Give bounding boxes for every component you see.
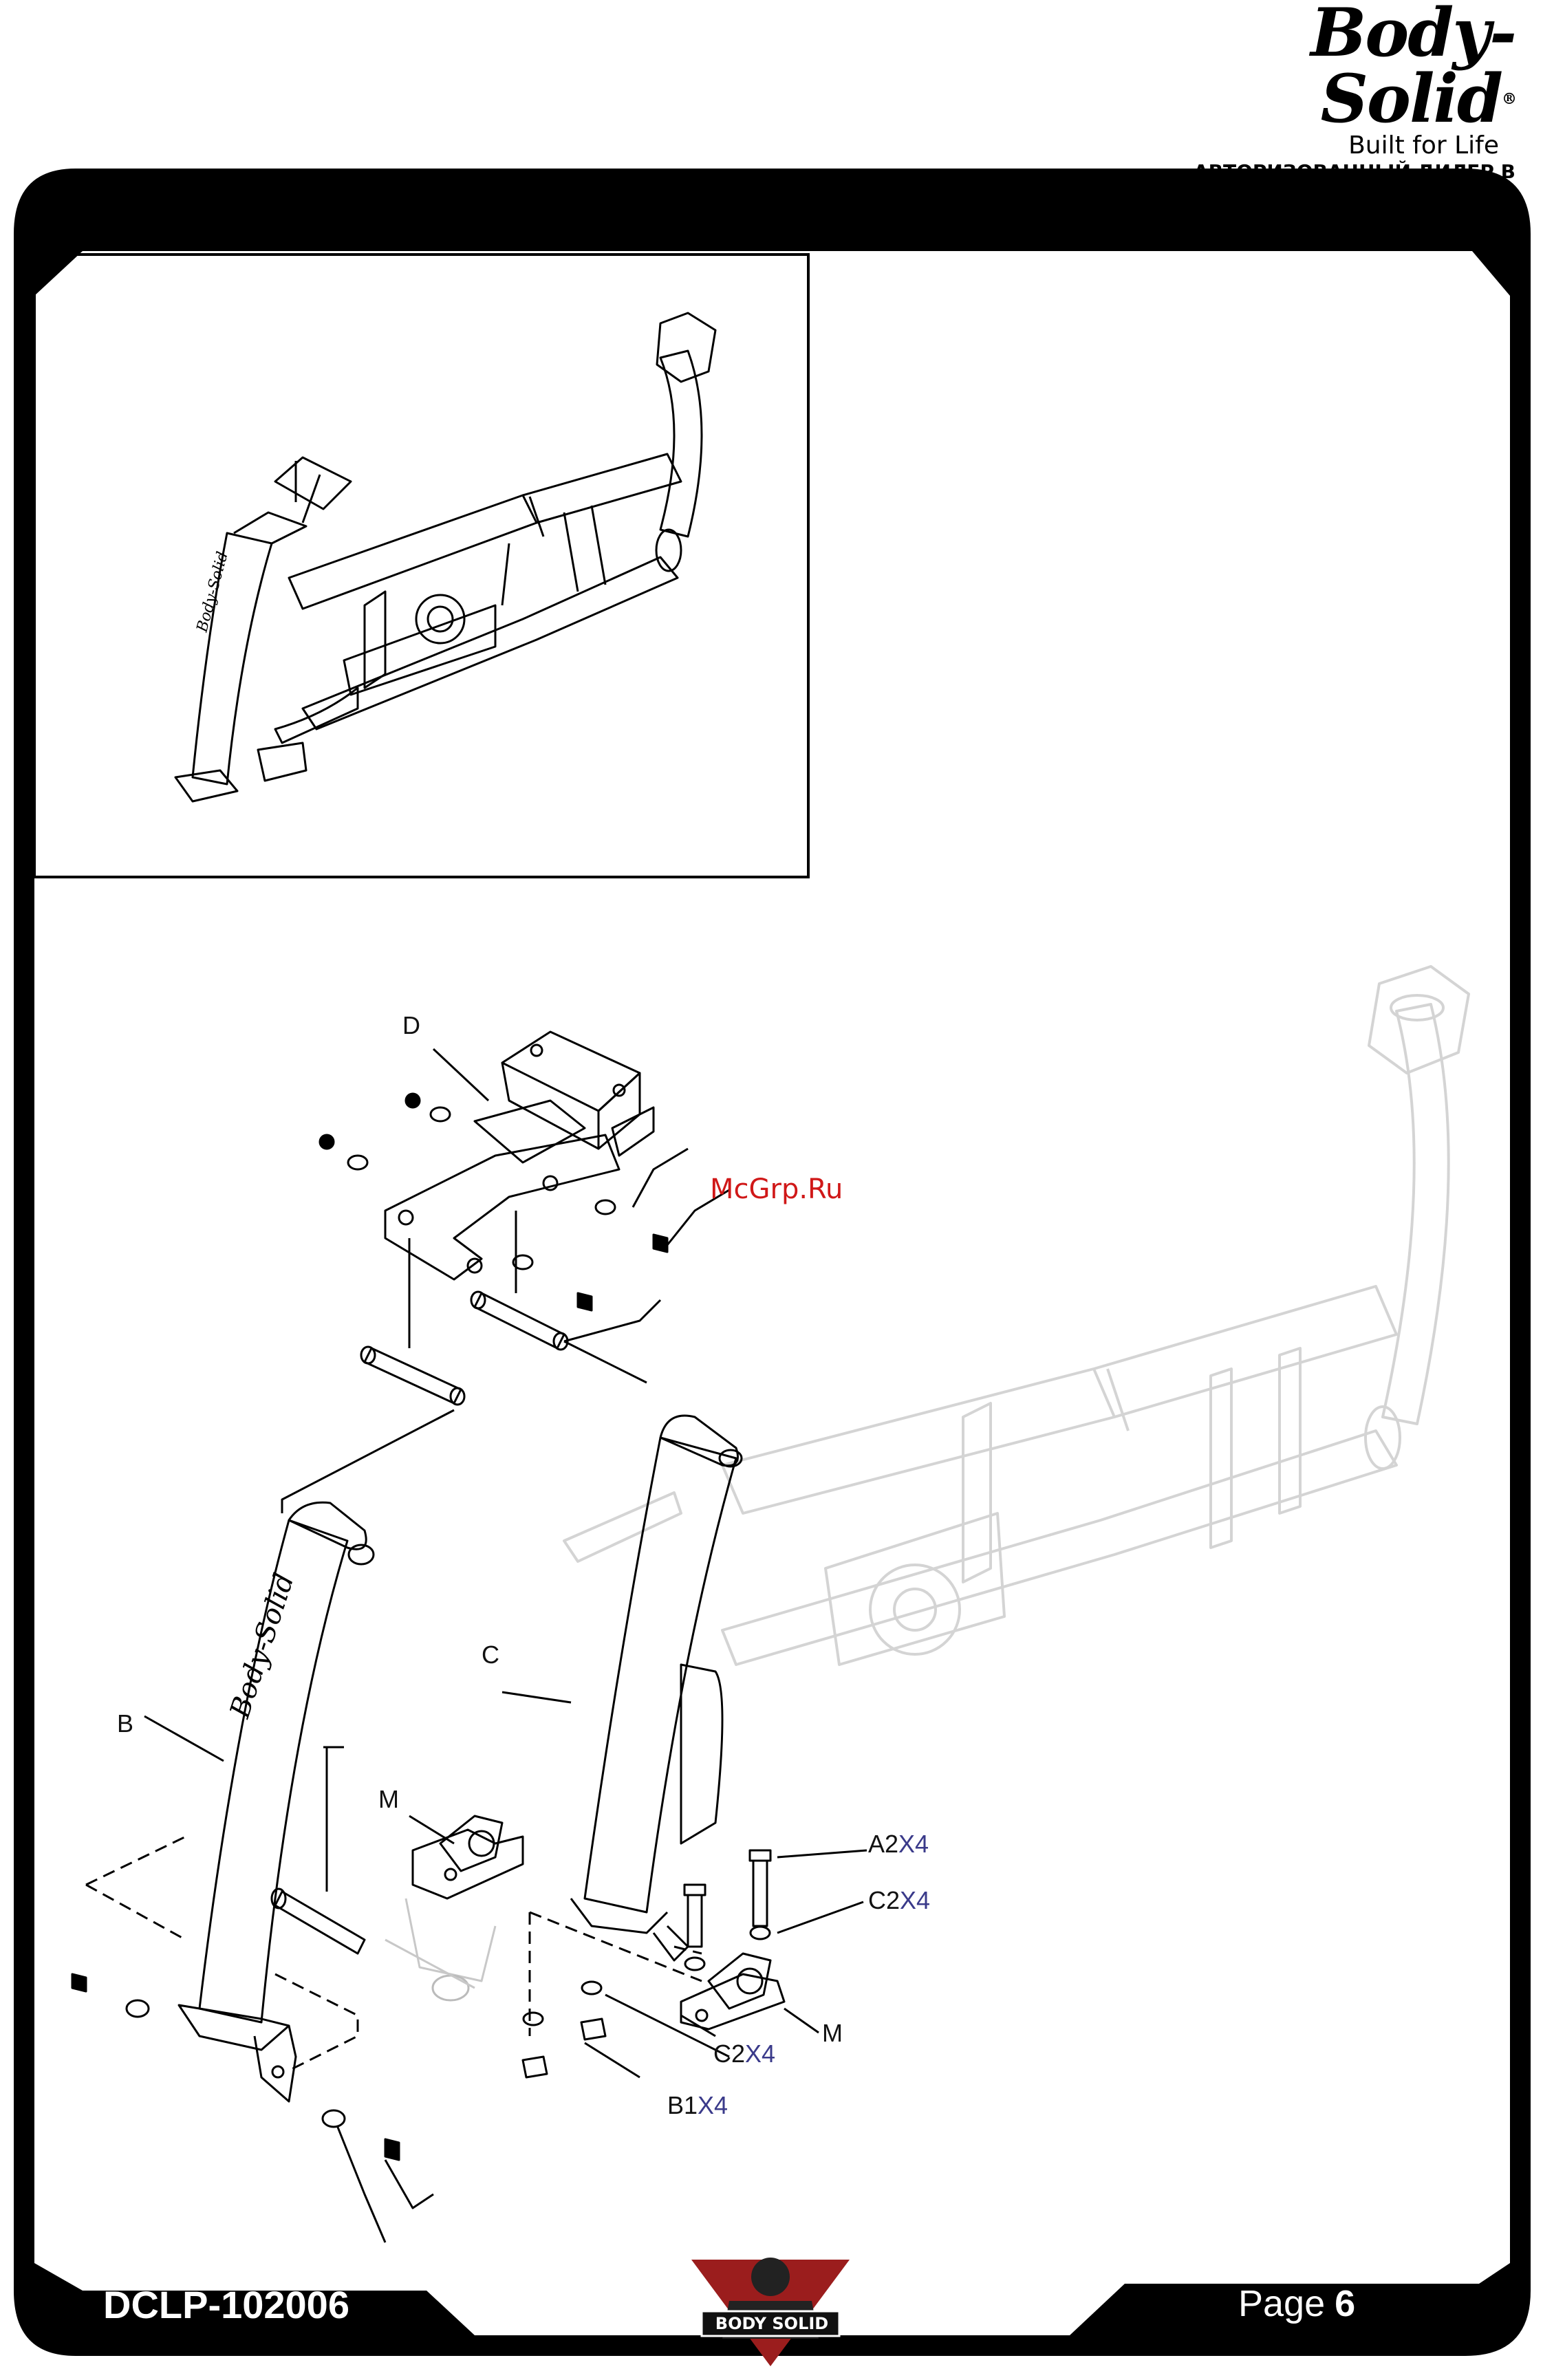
mascot-text: BODY SOLID [691,2256,850,2380]
part-label-c: C [482,1641,499,1669]
part-label-m-right: M [822,2019,843,2048]
part-label-b1: B1X4 [667,2091,728,2120]
axle-pin-right [475,1293,564,1348]
bearing-block-left [413,1830,523,1898]
page-frame [14,169,1531,2356]
part-label-a2: A2X4 [868,1830,929,1859]
part-c-upright [585,1438,736,1912]
part-d-bracket [385,1135,619,1279]
faded-frame [564,966,1469,1665]
part-label-m-left: M [378,1785,399,1814]
model-number: DCLP-102006 [103,2282,349,2327]
part-label-c2-lower: C2X4 [713,2040,775,2068]
watermark-text: McGrp.Ru [710,1173,843,1205]
bearing-block-right [681,1974,784,2029]
svg-text:Body-Solid: Body-Solid [224,1570,300,1722]
overview-frame-drawing [175,313,715,801]
part-label-d: D [402,1011,420,1040]
svg-text:Body-Solid: Body-Solid [193,550,231,634]
part-label-b: B [117,1709,133,1738]
part-label-c2-upper: C2X4 [868,1886,930,1915]
axle-pin-left [365,1348,461,1403]
